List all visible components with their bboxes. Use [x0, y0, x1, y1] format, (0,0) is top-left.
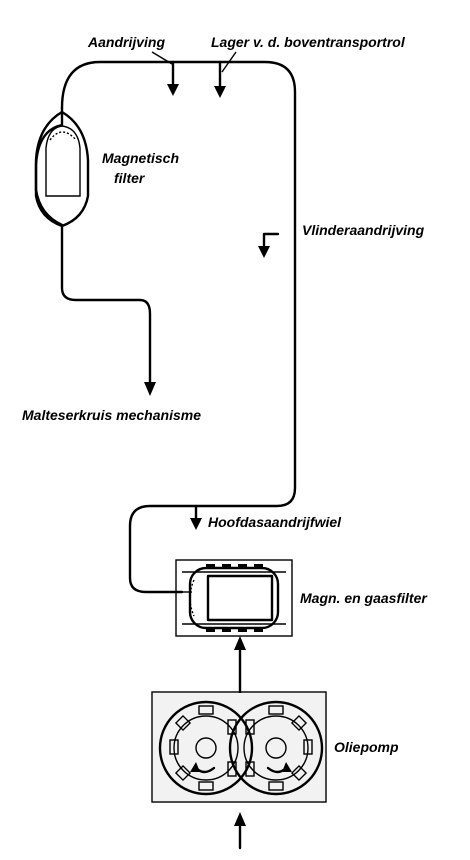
magnetic-filter-icon	[34, 110, 90, 228]
pump-inlet-arrowhead	[234, 812, 246, 826]
oil-line-left-branch	[34, 106, 152, 386]
label-maltese-cross: Malteserkruis mechanisme	[22, 407, 201, 423]
main-shaft-arrowhead	[190, 518, 202, 530]
label-main-shaft-gear: Hoofdasaandrijfwiel	[208, 514, 342, 530]
oil-line-main-loop	[60, 60, 297, 594]
label-butterfly-drive: Vlinderaandrijving	[302, 222, 425, 238]
gauze-filter-icon	[175, 559, 293, 637]
label-gauze-filter: Magn. en gaasfilter	[300, 590, 428, 606]
drive-arrowhead	[167, 84, 179, 96]
label-bearing: Lager v. d. boventransportrol	[211, 34, 406, 50]
drive-leader	[151, 51, 173, 65]
bearing-arrowhead	[214, 86, 226, 98]
bearing-leader	[221, 51, 237, 73]
butterfly-drive-branch	[262, 232, 280, 250]
label-drive: Aandrijving	[87, 34, 165, 50]
oil-pump-icon	[151, 691, 327, 803]
pump-outlet-arrowhead	[234, 636, 246, 650]
butterfly-drive-arrowhead	[258, 246, 270, 258]
label-magnetic-filter-2: filter	[114, 170, 146, 186]
label-oil-pump: Oliepomp	[334, 739, 399, 755]
maltese-cross-arrowhead	[144, 382, 156, 396]
label-magnetic-filter: Magnetisch	[102, 150, 179, 166]
